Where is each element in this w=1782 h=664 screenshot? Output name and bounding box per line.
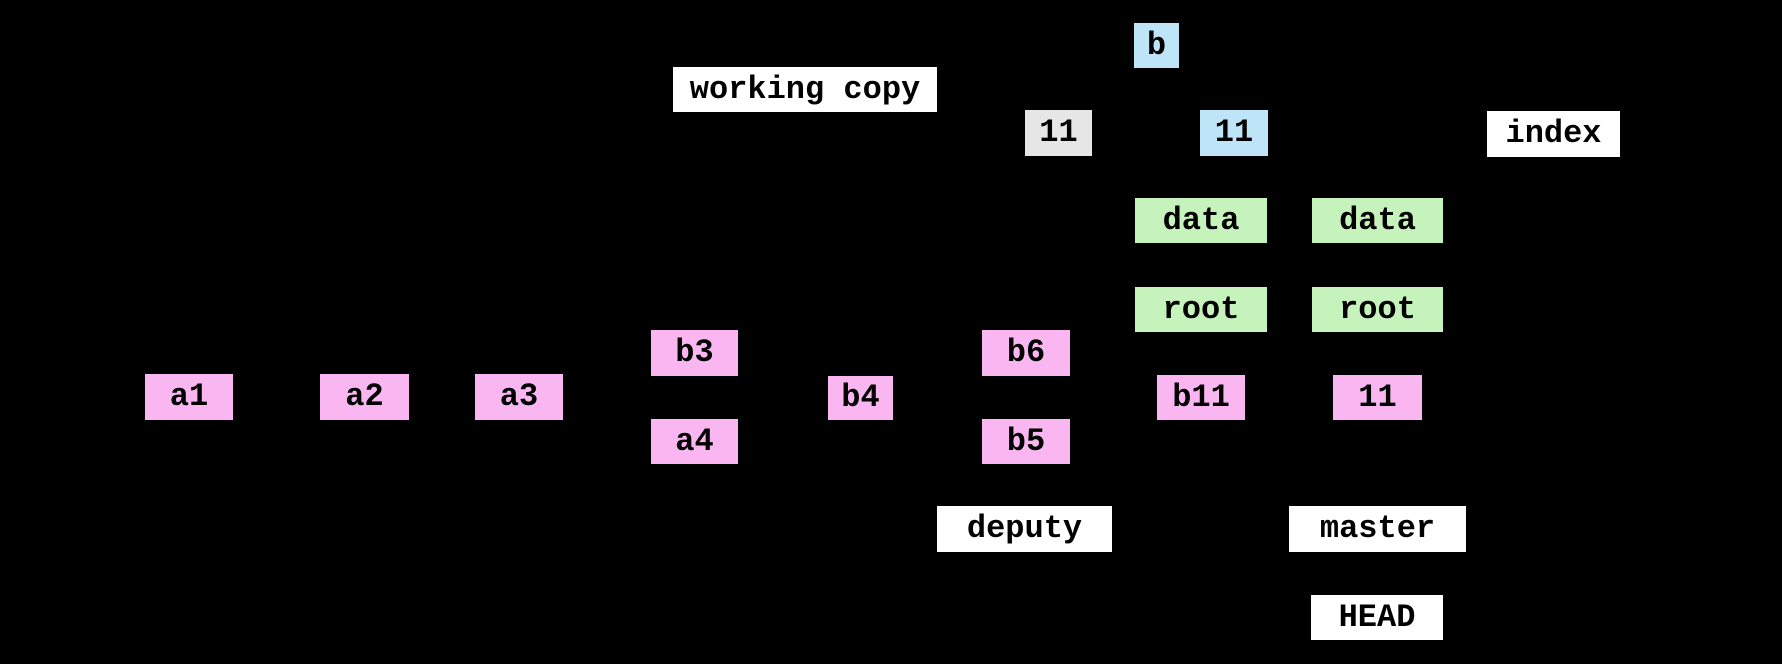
node-ref-deputy: deputy [937, 506, 1112, 552]
node-commit-a4: a4 [651, 419, 738, 464]
node-commit-b6: b6 [982, 330, 1070, 376]
node-commit-a1: a1 [145, 374, 233, 420]
node-index: index [1487, 111, 1620, 157]
node-ref-master: master [1289, 506, 1466, 552]
node-commit-b3: b3 [651, 330, 738, 376]
node-tree-root-left: root [1135, 287, 1267, 332]
node-tree-data-left: data [1135, 198, 1267, 243]
node-blob-11-blue: 11 [1200, 110, 1268, 156]
node-ref-head: HEAD [1311, 595, 1443, 640]
node-tree-root-right: root [1312, 287, 1443, 332]
node-tree-data-right: data [1312, 198, 1443, 243]
node-commit-11: 11 [1333, 375, 1422, 420]
node-commit-b11: b11 [1157, 375, 1245, 420]
node-commit-b5: b5 [982, 419, 1070, 464]
node-commit-a2: a2 [320, 374, 409, 420]
node-blob-11-gray: 11 [1025, 110, 1092, 156]
node-commit-a3: a3 [475, 374, 563, 420]
node-commit-b4: b4 [828, 376, 893, 420]
node-blob-b: b [1134, 23, 1179, 68]
node-working-copy: working copy [673, 67, 937, 112]
